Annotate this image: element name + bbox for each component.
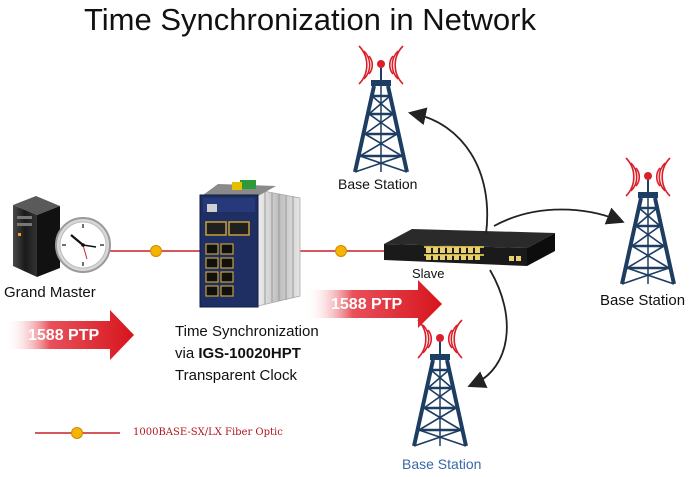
radio-tower-icon: [620, 156, 676, 286]
ptp-arrow-left-label: 1588 PTP: [28, 327, 100, 344]
radio-tower-icon: [353, 44, 409, 174]
transparent-clock-via: via: [175, 345, 199, 362]
fiber-node-icon: [150, 245, 162, 257]
page-title: Time Synchronization in Network: [84, 2, 536, 37]
transparent-clock-model: IGS-10020HPT: [198, 345, 301, 362]
transparent-clock-line3: Transparent Clock: [175, 367, 297, 384]
slave-label: Slave: [412, 266, 445, 281]
legend-fiber-node-icon: [71, 427, 83, 439]
transparent-clock-line1: Time Synchronization: [175, 323, 319, 340]
base-station-right-label: Base Station: [600, 292, 686, 309]
server-icon: [13, 196, 60, 277]
base-station-bottom-label: Base Station: [402, 456, 482, 472]
industrial-switch-icon: [199, 180, 301, 308]
ptp-arrow-right-label: 1588 PTP: [331, 296, 403, 313]
rack-switch-icon: [384, 229, 555, 266]
base-station-top-label: Base Station: [338, 176, 418, 192]
sync-arrow-bottom: [467, 269, 508, 388]
clock-icon: [55, 217, 111, 273]
radio-tower-icon: [412, 318, 468, 448]
sync-arrow-top: [407, 107, 489, 235]
grand-master-label: Grand Master: [4, 284, 96, 301]
transparent-clock-line2: via IGS-10020HPT: [175, 345, 301, 362]
ptp-arrow-right: [305, 280, 442, 328]
legend-fiber-label: 1000BASE-SX/LX Fiber Optic: [133, 427, 283, 438]
sync-arrow-right: [493, 207, 625, 227]
fiber-node-icon: [335, 245, 347, 257]
ptp-arrow-left: [5, 310, 134, 360]
